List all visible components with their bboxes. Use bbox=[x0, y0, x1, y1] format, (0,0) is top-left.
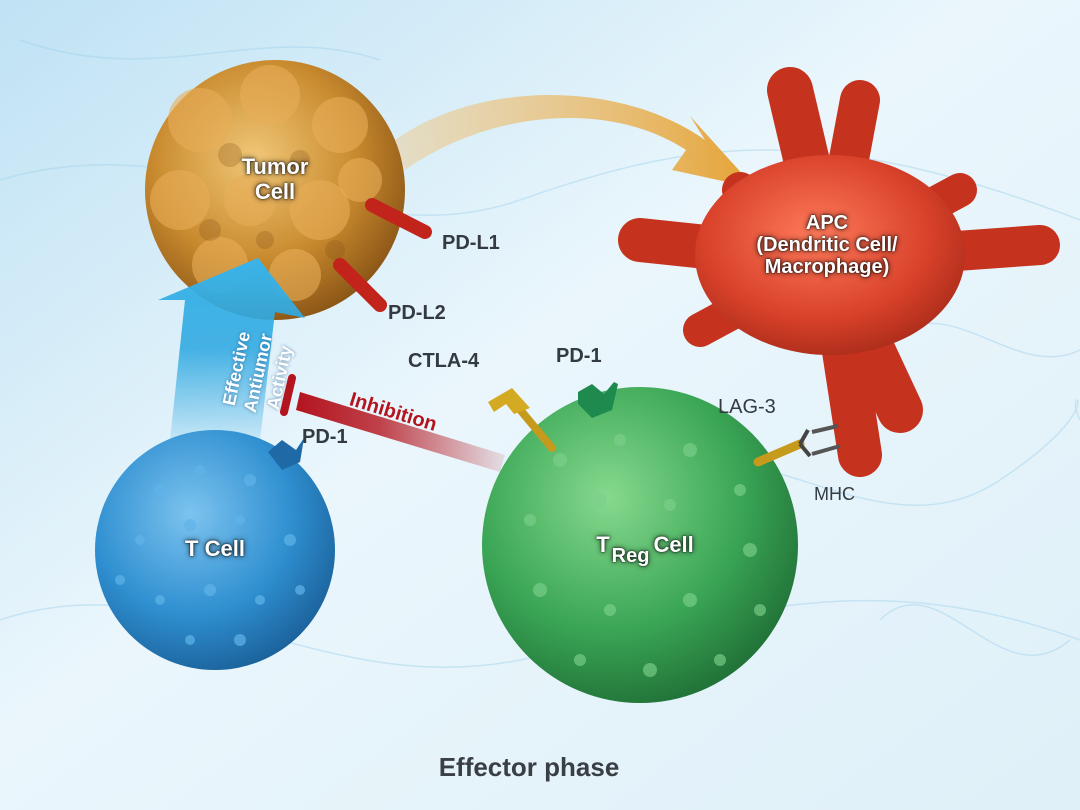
tumor-cell bbox=[145, 60, 405, 320]
tumor-cell-label: Tumor Cell bbox=[222, 154, 328, 204]
effective-activity-arrow bbox=[158, 258, 305, 440]
pd-l1-label: PD-L1 bbox=[442, 232, 500, 254]
apc-cell-label: APC (Dendritic Cell/ Macrophage) bbox=[702, 212, 952, 278]
t-cell-label: T Cell bbox=[185, 536, 245, 561]
treg-label-cell: Cell bbox=[653, 532, 694, 557]
pd-l2-label: PD-L2 bbox=[388, 302, 446, 324]
pd-1-treg-label: PD-1 bbox=[556, 345, 602, 367]
tumor-label-line1: Tumor bbox=[241, 154, 309, 179]
inhibition-arrow bbox=[280, 374, 505, 472]
pd-1-receptor-treg bbox=[578, 382, 618, 418]
apc-label-line1: APC bbox=[805, 212, 849, 234]
ctla-4-label: CTLA-4 bbox=[408, 350, 480, 372]
mhc-label: MHC bbox=[814, 484, 855, 504]
apc-label-line3: Macrophage) bbox=[764, 256, 890, 278]
pd-1-tcell-label: PD-1 bbox=[302, 426, 348, 448]
treg-label-t: T bbox=[596, 532, 610, 557]
treg-cell bbox=[482, 387, 798, 703]
tumor-label-line2: Cell bbox=[254, 179, 296, 204]
apc-label-line2: (Dendritic Cell/ bbox=[756, 234, 898, 256]
treg-label-sub: Reg bbox=[611, 545, 650, 567]
apc-cell bbox=[618, 67, 1060, 477]
diagram-caption: Effector phase bbox=[438, 752, 620, 782]
antigen-transfer-arrow bbox=[395, 95, 755, 188]
lag-3-receptor bbox=[753, 429, 812, 467]
lag-3-label: LAG-3 bbox=[718, 396, 776, 418]
pd-l1-receptor bbox=[365, 198, 432, 239]
t-cell bbox=[95, 430, 335, 670]
pd-l2-receptor bbox=[333, 258, 387, 312]
mhc-molecule bbox=[811, 424, 841, 456]
pd-1-receptor-tcell bbox=[268, 438, 304, 470]
ctla-4-receptor bbox=[488, 388, 556, 452]
